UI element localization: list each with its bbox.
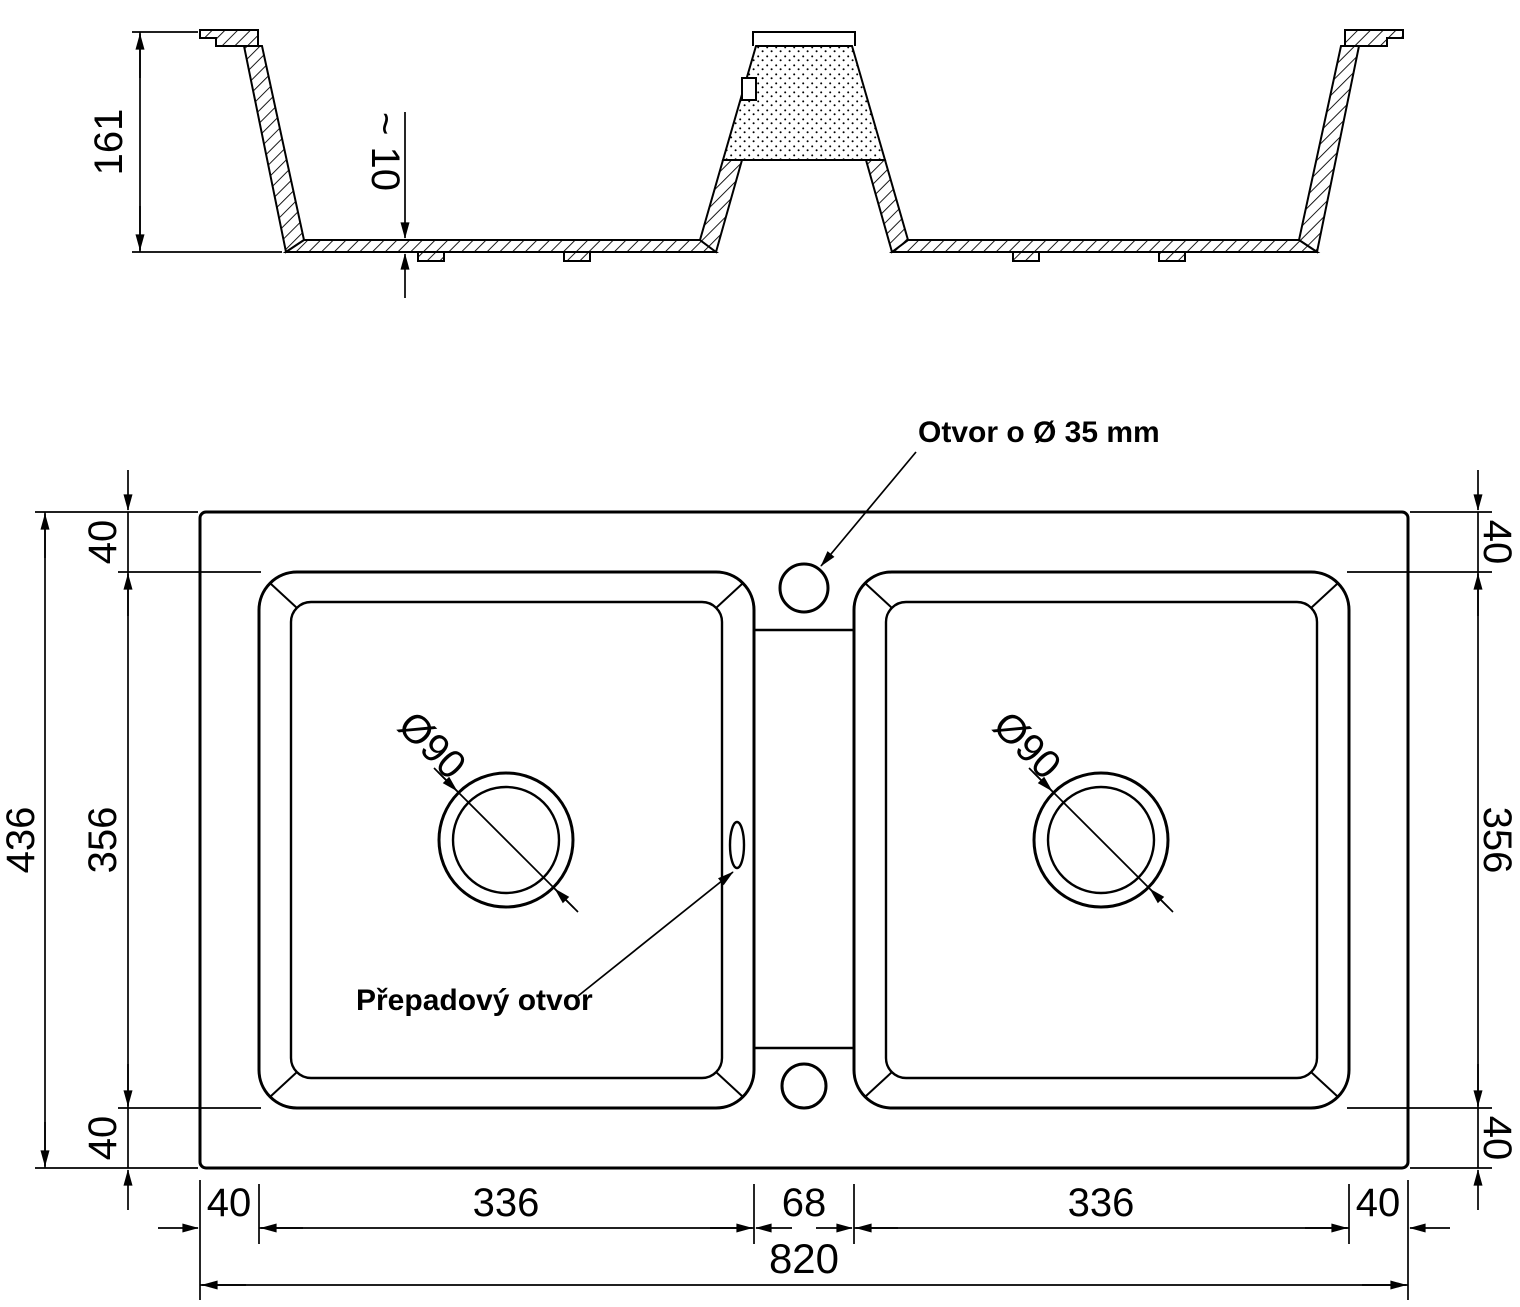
- plan-view: Ø90 Ø90 Otvor o Ø 35 mm Přepadový otvor …: [0, 416, 1519, 1300]
- dim-rim-right: 40: [1356, 1181, 1401, 1225]
- tap-hole: [778, 562, 830, 614]
- dim-line: [433, 767, 579, 913]
- drain-right-inner: [1046, 785, 1156, 895]
- dim-section-height: 161: [87, 31, 282, 253]
- section-left-wall: [242, 45, 306, 254]
- section-foot: [1012, 251, 1040, 262]
- arrow-line: [820, 451, 917, 567]
- dim-rim-bottom-right: 40: [1475, 1116, 1519, 1161]
- dim-left-column: 40 356 40: [81, 470, 261, 1210]
- plan-bowl-left-outer: [257, 570, 756, 1110]
- section-right-wall: [1297, 45, 1361, 254]
- dim-overall-height-value: 436: [0, 807, 43, 874]
- drain-right-diameter: Ø90: [985, 703, 1070, 788]
- dim-overall-height: 436: [0, 511, 198, 1169]
- dim-bowl-height-left: 356: [81, 807, 125, 874]
- tap-hole-callout: Otvor o Ø 35 mm: [820, 416, 1160, 567]
- dim-bowl-width-right: 336: [1068, 1181, 1135, 1225]
- dim-section-height-value: 161: [87, 109, 131, 176]
- corner-tick: [865, 1071, 893, 1097]
- drain-right-annotation: Ø90: [985, 703, 1174, 913]
- arrow-line: [554, 888, 575, 909]
- section-overflow-notch: [741, 77, 757, 101]
- arrow-line: [577, 871, 734, 997]
- section-left-flange: [199, 29, 259, 47]
- plan-bowl-right-inner: [884, 600, 1319, 1080]
- arrow-line: [437, 771, 458, 792]
- section-right-bottom: [889, 239, 1321, 253]
- dim-bowl-height-right: 356: [1475, 807, 1519, 874]
- drain-left-annotation: Ø90: [390, 703, 579, 913]
- overflow-label: Přepadový otvor: [356, 984, 593, 1017]
- drain-left-outer: [437, 771, 575, 909]
- dim-rim-top-right: 40: [1475, 520, 1519, 565]
- corner-tick: [1310, 583, 1338, 609]
- corner-tick: [865, 583, 893, 609]
- overflow-callout: Přepadový otvor: [356, 871, 734, 1017]
- section-right-flange: [1344, 29, 1404, 47]
- dim-bowl-width-left: 336: [473, 1181, 540, 1225]
- arrow-line: [1149, 888, 1170, 909]
- corner-tick: [270, 1071, 298, 1097]
- drain-right-outer: [1032, 771, 1170, 909]
- section-foot: [417, 251, 445, 262]
- section-divider-rim: [752, 31, 856, 46]
- dim-overall-width: 820: [200, 1235, 1408, 1290]
- dim-right-column: 40 356 40: [1347, 470, 1519, 1210]
- dim-rim-top-left: 40: [81, 520, 125, 565]
- section-divider-right-wall: [864, 159, 910, 254]
- arrow-line: [1032, 771, 1053, 792]
- dim-bottom-row: 40 336 68 336 40: [158, 1180, 1450, 1300]
- drain-left-inner: [451, 785, 561, 895]
- plan-bowl-left-inner: [289, 600, 724, 1080]
- section-left-bottom: [282, 239, 719, 253]
- dim-divider-width: 68: [782, 1181, 827, 1225]
- section-divider-cap: [721, 45, 887, 161]
- dim-line: [1028, 767, 1174, 913]
- dim-overall-width-value: 820: [769, 1235, 839, 1282]
- corner-tick: [715, 1071, 743, 1097]
- section-divider-left-wall: [698, 159, 744, 254]
- tap-hole-label: Otvor o Ø 35 mm: [918, 416, 1160, 449]
- overflow-hole: [728, 820, 746, 870]
- dim-rim-bottom-left: 40: [81, 1116, 125, 1161]
- corner-tick: [715, 583, 743, 609]
- section-view: 161 ~ 10: [87, 29, 1404, 298]
- section-foot: [1158, 251, 1186, 262]
- plan-bowl-right-outer: [852, 570, 1351, 1110]
- drain-left-diameter: Ø90: [390, 703, 475, 788]
- dim-bottom-thickness: ~ 10: [363, 112, 410, 298]
- dim-bottom-thickness-value: ~ 10: [363, 112, 407, 191]
- bottom-mounting-hole: [780, 1062, 828, 1110]
- corner-tick: [270, 583, 298, 609]
- plan-outer-edge: [198, 510, 1410, 1170]
- bowl-corner-ticks: [270, 583, 1338, 1097]
- dim-rim-left: 40: [207, 1181, 252, 1225]
- corner-tick: [1310, 1071, 1338, 1097]
- section-foot: [563, 251, 591, 262]
